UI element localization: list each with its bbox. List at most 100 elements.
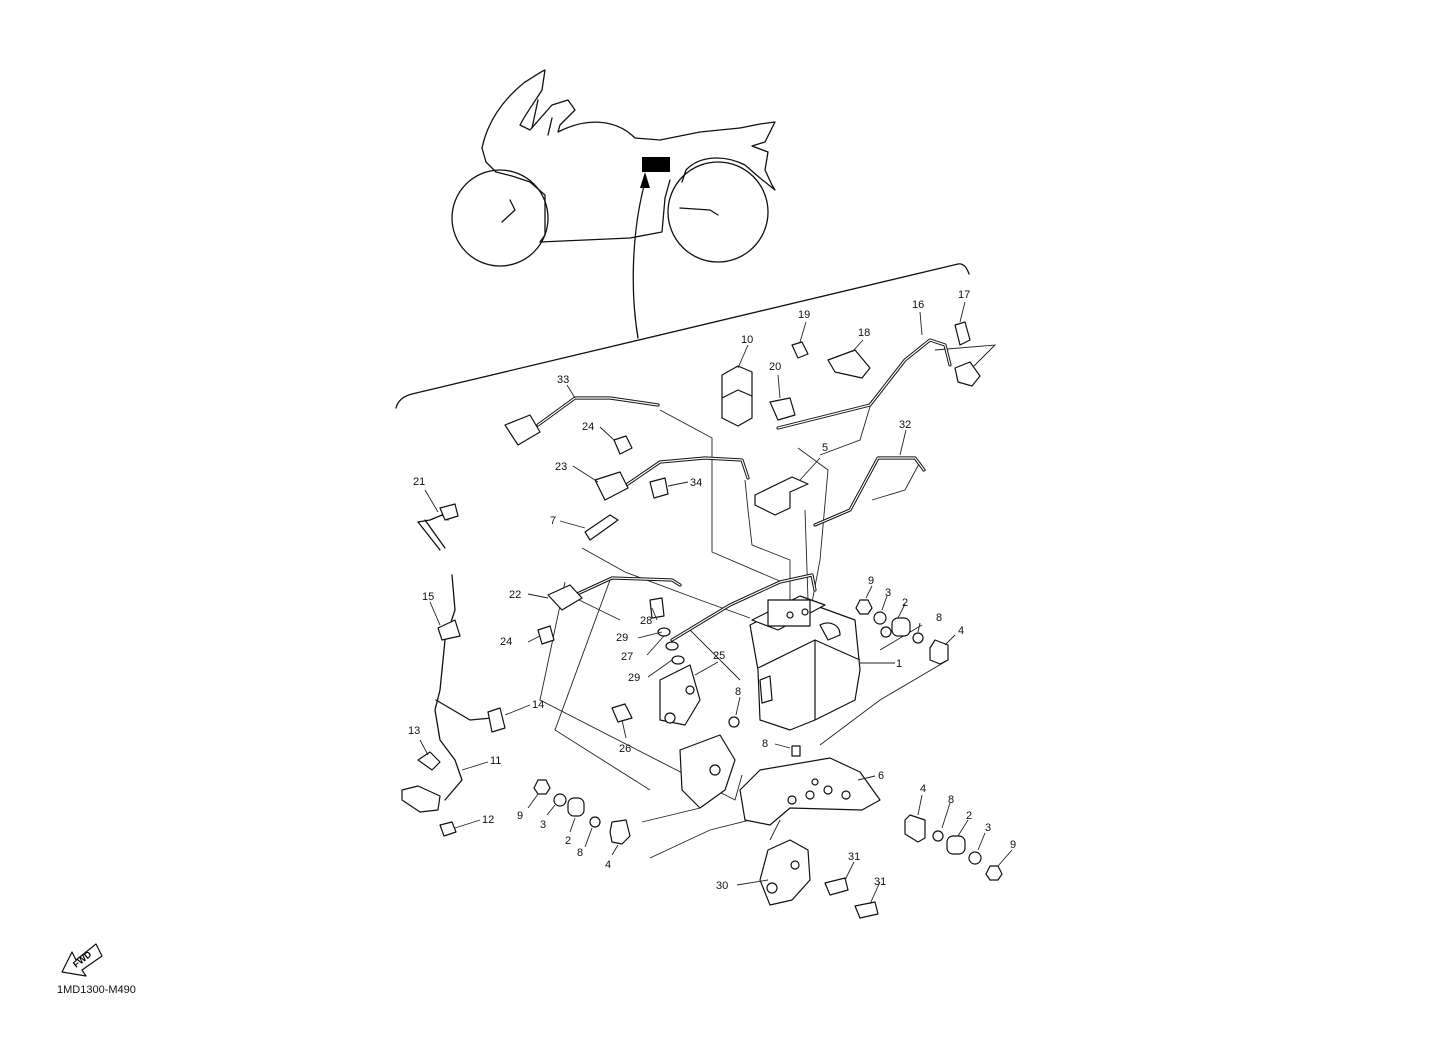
leader-arrowhead: [640, 172, 650, 188]
union-bolt: [537, 625, 555, 645]
bolt-19: [791, 341, 809, 359]
callout-numbers: 1 2 2 2 3 3 3 4 4 4 5 6 7 8 8 8 8 8 9 9 …: [408, 289, 1016, 892]
wire-clip: [437, 619, 461, 641]
nut: [533, 779, 551, 795]
callout-24: 24: [582, 421, 594, 433]
collar: [553, 793, 567, 807]
callout-14: 14: [532, 699, 544, 711]
washer: [657, 627, 671, 637]
cable-clip: [439, 503, 459, 521]
callout-12: 12: [482, 814, 494, 826]
sensor-bolt-front: [954, 321, 971, 346]
grommet: [946, 835, 966, 855]
callout-29: 29: [628, 672, 640, 684]
callout-19: 19: [798, 309, 810, 321]
fwd-arrow-icon: FWD: [61, 943, 103, 977]
wheel-sensor: [401, 785, 441, 813]
joint-23: [594, 471, 629, 501]
callout-4: 4: [958, 625, 964, 637]
bracket-30: [759, 839, 811, 906]
damper: [904, 814, 926, 843]
callout-3: 3: [540, 819, 546, 831]
clamp-20: [769, 397, 796, 421]
callout-8: 8: [762, 738, 768, 750]
bracket-lower: [679, 734, 736, 809]
callout-2: 2: [902, 597, 908, 609]
callout-2: 2: [565, 835, 571, 847]
callout-21: 21: [413, 476, 425, 488]
callout-28: 28: [640, 615, 652, 627]
callout-8: 8: [936, 612, 942, 624]
callout-31: 31: [848, 851, 860, 863]
joint-33: [504, 414, 541, 446]
abs-location-marker: [642, 157, 670, 172]
bracket-18: [827, 349, 871, 379]
callout-29: 29: [616, 632, 628, 644]
callout-15: 15: [422, 591, 434, 603]
callout-9: 9: [517, 810, 523, 822]
motorcycle-outline: [451, 69, 776, 267]
washer: [665, 641, 679, 651]
hydraulic-unit: [749, 595, 861, 731]
front-sensor: [954, 361, 981, 387]
leader-arrow: [632, 181, 646, 339]
bolt-26: [611, 703, 633, 723]
brake-pipes: [536, 338, 952, 642]
collar: [873, 611, 887, 625]
callout-13: 13: [408, 725, 420, 737]
callout-31: 31: [874, 876, 886, 888]
callout-32: 32: [899, 419, 911, 431]
wire-clamp: [487, 707, 506, 733]
bolt-31: [824, 877, 849, 896]
sensor-bolt: [439, 821, 457, 837]
damper: [609, 819, 631, 845]
callout-4: 4: [920, 783, 926, 795]
callout-26: 26: [619, 743, 631, 755]
callout-9: 9: [1010, 839, 1016, 851]
bolt: [589, 626, 944, 842]
pipe-clamp: [584, 514, 619, 541]
nut: [855, 599, 873, 615]
bolt-31: [854, 901, 879, 919]
callout-3: 3: [885, 587, 891, 599]
callout-leaders: [419, 301, 1013, 905]
grommet: [891, 617, 911, 637]
cover-plate: [754, 476, 809, 516]
callout-7: 7: [550, 515, 556, 527]
bolt-34: [649, 477, 669, 499]
callout-30: 30: [716, 880, 728, 892]
sensor-clamp: [417, 751, 441, 771]
callout-22: 22: [509, 589, 521, 601]
callout-10: 10: [741, 334, 753, 346]
bolt-28: [649, 597, 665, 619]
callout-17: 17: [958, 289, 970, 301]
callout-6: 6: [878, 770, 884, 782]
callout-11: 11: [490, 755, 501, 767]
joint-22: [547, 584, 583, 611]
collar: [968, 851, 982, 865]
callout-2: 2: [966, 810, 972, 822]
callout-4: 4: [605, 859, 611, 871]
callout-18: 18: [858, 327, 870, 339]
callout-34: 34: [690, 477, 702, 489]
callout-25: 25: [713, 650, 725, 662]
callout-1: 1: [896, 658, 902, 670]
callout-23: 23: [555, 461, 567, 473]
callout-16: 16: [912, 299, 924, 311]
callout-20: 20: [769, 361, 781, 373]
nut: [985, 865, 1003, 881]
diagram-code: 1MD1300-M490: [57, 984, 136, 996]
grommet: [567, 797, 585, 817]
callout-3: 3: [985, 822, 991, 834]
callout-8: 8: [735, 686, 741, 698]
callout-27: 27: [621, 651, 633, 663]
washer: [671, 655, 685, 665]
callout-24: 24: [500, 636, 512, 648]
sensor-wires: [417, 514, 493, 801]
bracket-25: [659, 664, 701, 726]
callout-33: 33: [557, 374, 569, 386]
callout-8: 8: [577, 847, 583, 859]
union-bolt: [613, 435, 633, 455]
frame-boundary-line: [395, 263, 970, 409]
